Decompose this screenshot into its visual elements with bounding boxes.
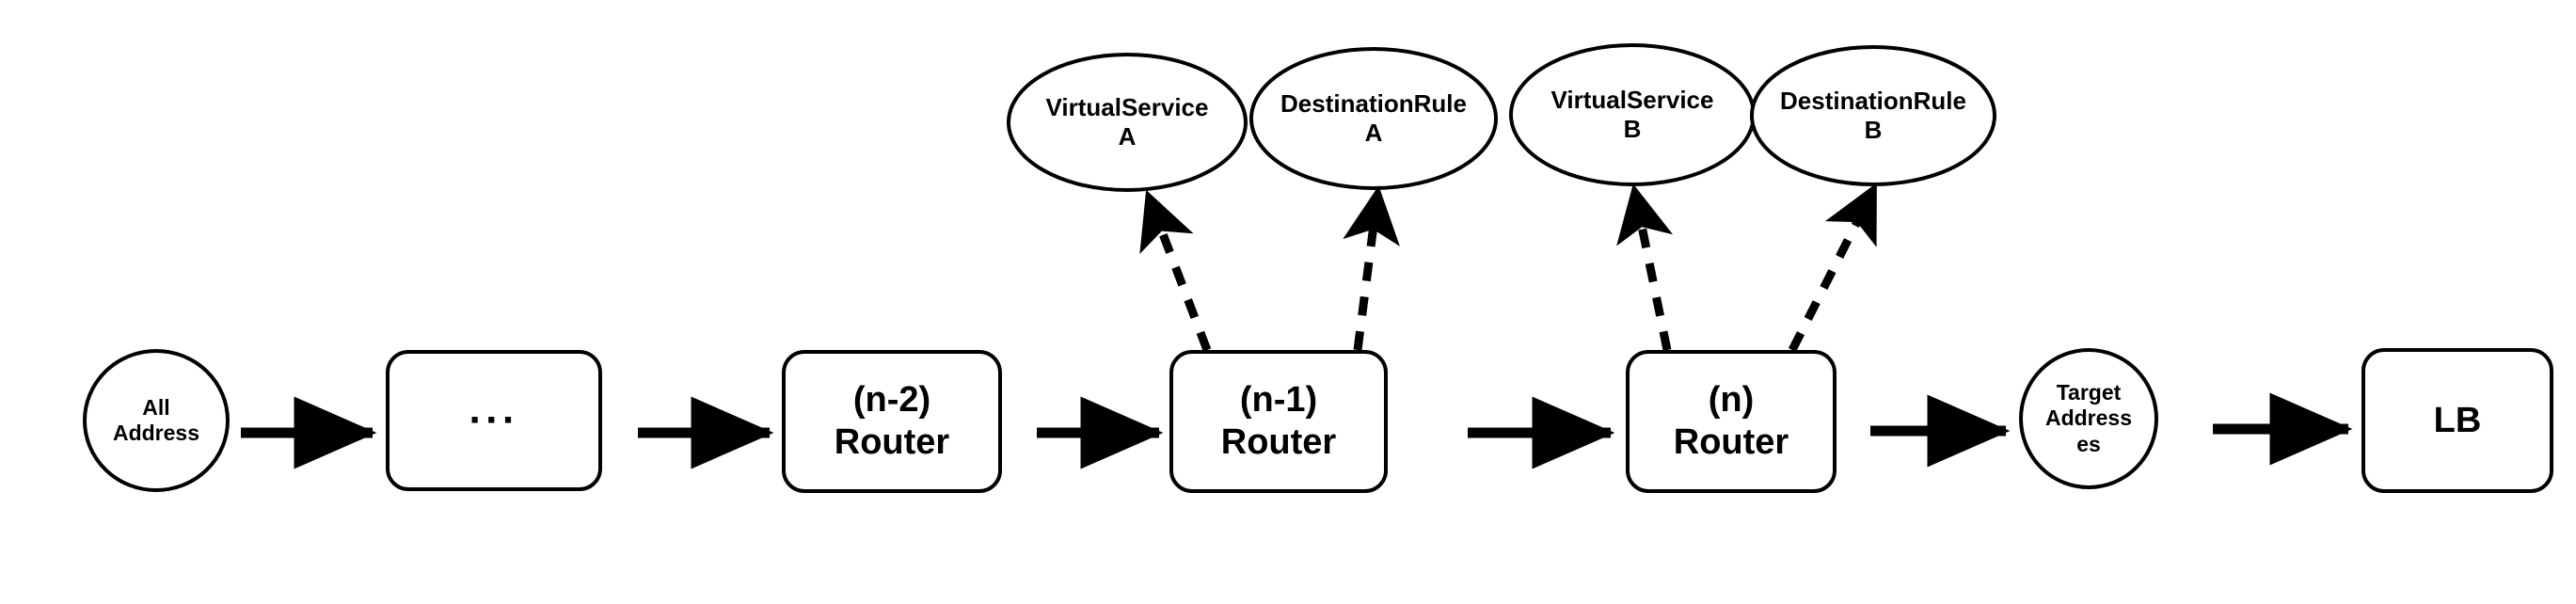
node-all-address[interactable] [83, 349, 230, 492]
arrow-router-n-1-to-virtualservice-a [1139, 189, 1212, 352]
node-ellipsis-box[interactable] [386, 350, 602, 491]
node-destinationrule-b[interactable] [1750, 45, 1996, 186]
node-router-n-2[interactable] [782, 350, 1002, 493]
node-virtualservice-b[interactable] [1509, 43, 1756, 186]
arrow-router-n-to-virtualservice-b [1616, 183, 1674, 351]
node-router-n-1[interactable] [1169, 350, 1388, 493]
flow-arrows-layer [241, 392, 2353, 469]
arrow-router-n-1-to-destinationrule-a [1343, 185, 1400, 351]
node-shapes-layer [83, 43, 2553, 493]
node-destinationrule-a[interactable] [1249, 47, 1498, 190]
binding-arrows-layer [1139, 183, 1877, 353]
node-virtualservice-a[interactable] [1007, 53, 1248, 192]
node-target-addresses[interactable] [2019, 348, 2158, 489]
arrow-router-n-to-destinationrule-b [1788, 183, 1877, 353]
node-lb[interactable] [2361, 348, 2553, 493]
node-router-n[interactable] [1626, 350, 1837, 493]
